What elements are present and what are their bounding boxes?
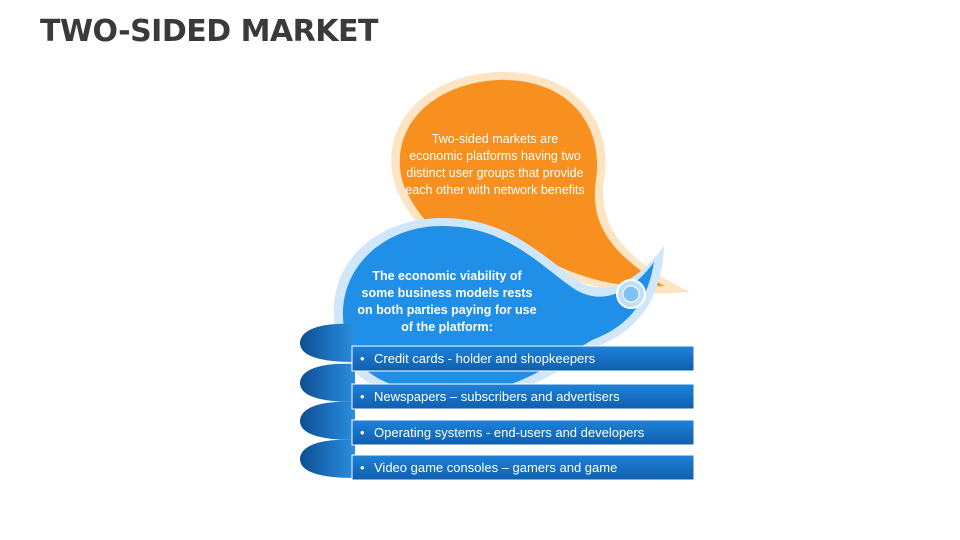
band-2 bbox=[351, 383, 695, 410]
bullet-icon: • bbox=[360, 425, 365, 440]
band-1 bbox=[351, 345, 695, 372]
blue-bubble-text: The economic viability of some business … bbox=[357, 269, 537, 334]
band-label-3: • Operating systems - end-users and devel… bbox=[360, 422, 644, 444]
bullet-icon: • bbox=[360, 351, 365, 366]
bullet-icon: • bbox=[360, 389, 365, 404]
band-text-3: Operating systems - end-users and develo… bbox=[374, 425, 645, 440]
band-text-1: Credit cards - holder and shopkeepers bbox=[374, 351, 596, 366]
ribbon-coils bbox=[300, 323, 355, 478]
band-label-2: • Newspapers – subscribers and advertiser… bbox=[360, 386, 620, 408]
page-title: TWO-SIDED MARKET bbox=[40, 14, 378, 49]
band-label-1: • Credit cards - holder and shopkeepers bbox=[360, 348, 595, 370]
band-3 bbox=[351, 419, 695, 446]
band-text-4: Video game consoles – gamers and game bbox=[374, 460, 618, 475]
ribbon-bands bbox=[351, 345, 695, 481]
orange-bubble-text: Two-sided markets are economic platforms… bbox=[405, 132, 585, 197]
band-4 bbox=[351, 454, 695, 481]
bullet-icon: • bbox=[360, 460, 365, 475]
band-text-2: Newspapers – subscribers and advertisers bbox=[374, 389, 620, 404]
band-label-4: • Video game consoles – gamers and game bbox=[360, 457, 617, 479]
